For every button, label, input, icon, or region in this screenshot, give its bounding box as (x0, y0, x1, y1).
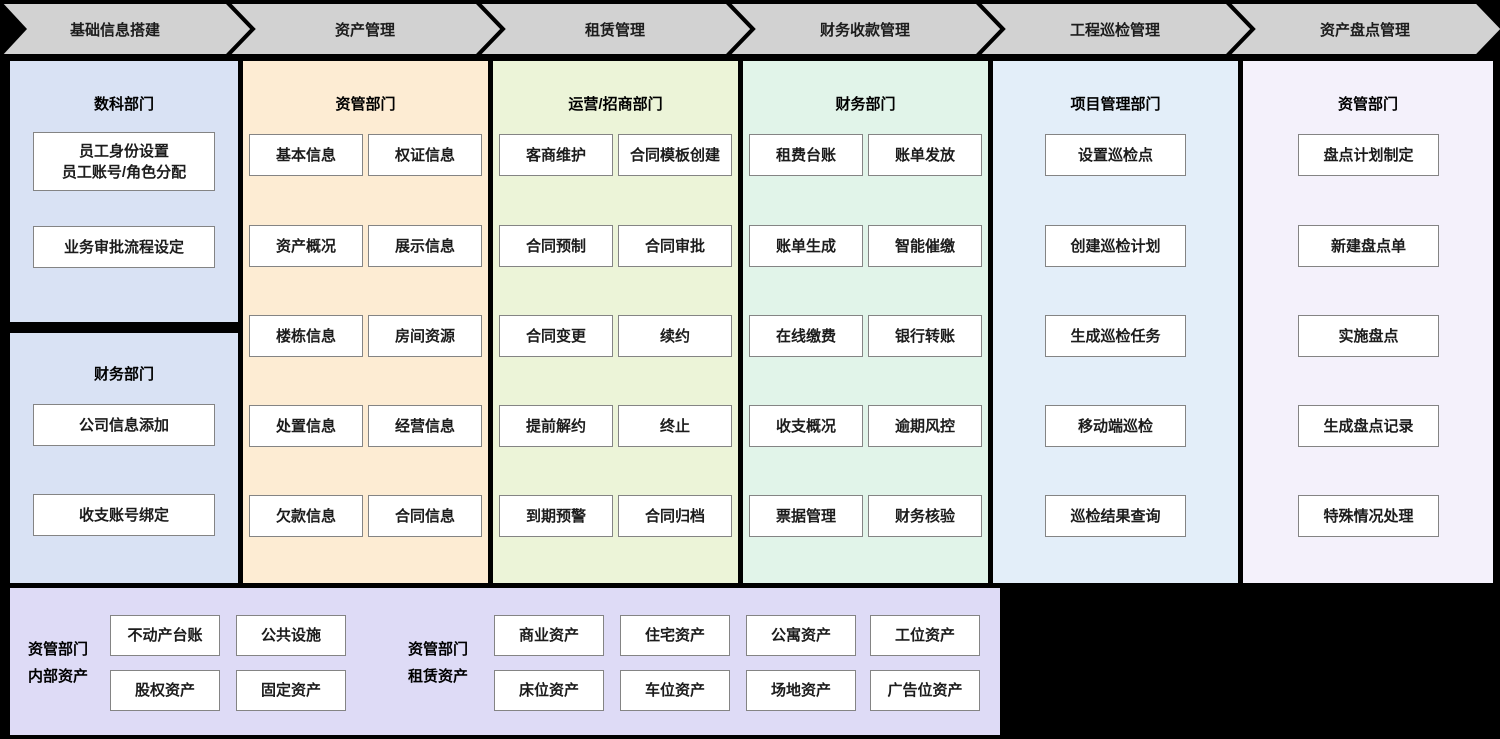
stage-panel-basic-info-digital: 数科部门 员工身份设置 员工账号/角色分配 业务审批流程设定 (10, 61, 238, 322)
start-arrow-icon (0, 1, 27, 57)
asset-group-label-internal: 资管部门 内部资产 (28, 636, 88, 690)
stage-panel-finance-collect: 财务部门 租费台账 账单发放 账单生成 智能催缴 在线缴费 银行转账 收支概况 … (743, 61, 988, 583)
module-box: 床位资产 (494, 670, 604, 711)
module-box: 票据管理 (749, 495, 863, 537)
asset-group-label-line: 资管部门 (28, 641, 89, 658)
module-box: 合同信息 (368, 495, 482, 537)
module-box: 银行转账 (868, 315, 982, 357)
department-title: 运营/招商部门 (568, 96, 663, 113)
module-box: 展示信息 (368, 225, 482, 267)
module-box: 公共设施 (236, 615, 346, 656)
module-box: 租费台账 (749, 134, 863, 176)
module-box: 收支概况 (749, 405, 863, 447)
process-step-lease: 租赁管理 (584, 21, 645, 39)
module-box: 财务核验 (868, 495, 982, 537)
module-box: 住宅资产 (620, 615, 730, 656)
module-box: 实施盘点 (1298, 315, 1439, 357)
department-title: 项目管理部门 (1070, 96, 1161, 113)
module-box: 业务审批流程设定 (33, 226, 215, 268)
module-box: 公寓资产 (746, 615, 856, 656)
module-box: 楼栋信息 (249, 315, 363, 357)
module-box: 特殊情况处理 (1298, 495, 1439, 537)
module-box: 生成巡检任务 (1045, 315, 1186, 357)
module-box: 不动产台账 (110, 615, 220, 656)
module-box: 公司信息添加 (33, 404, 215, 446)
module-box: 到期预警 (499, 495, 613, 537)
asset-group-label-line: 租赁资产 (408, 668, 469, 685)
module-box: 智能催缴 (868, 225, 982, 267)
module-box: 创建巡检计划 (1045, 225, 1186, 267)
stage-panel-inspection: 项目管理部门 设置巡检点 创建巡检计划 生成巡检任务 移动端巡检 巡检结果查询 (993, 61, 1238, 583)
asset-group-label-line: 内部资产 (28, 668, 89, 685)
module-box: 房间资源 (368, 315, 482, 357)
module-box: 车位资产 (620, 670, 730, 711)
stage-panel-asset-mgmt: 资管部门 基本信息 权证信息 资产概况 展示信息 楼栋信息 房间资源 处置信息 … (243, 61, 488, 583)
module-box: 提前解约 (499, 405, 613, 447)
asset-group-label-line: 资管部门 (408, 641, 469, 658)
department-title: 数科部门 (93, 96, 154, 113)
module-box: 移动端巡检 (1045, 405, 1186, 447)
process-step-inspection: 工程巡检管理 (1069, 21, 1160, 39)
stage-panel-lease-mgmt: 运营/招商部门 客商维护 合同模板创建 合同预制 合同审批 合同变更 续约 提前… (493, 61, 738, 583)
module-box: 经营信息 (368, 405, 482, 447)
module-box: 在线缴费 (749, 315, 863, 357)
module-box-line: 员工账号/角色分配 (61, 163, 187, 181)
module-box: 逾期风控 (868, 405, 982, 447)
module-box: 账单发放 (868, 134, 982, 176)
stage-panel-basic-info-finance: 财务部门 公司信息添加 收支账号绑定 (10, 333, 238, 583)
module-box: 新建盘点单 (1298, 225, 1439, 267)
module-box: 广告位资产 (870, 670, 980, 711)
process-step-basic-info: 基础信息搭建 (69, 21, 160, 39)
stage-panel-inventory: 资管部门 盘点计划制定 新建盘点单 实施盘点 生成盘点记录 特殊情况处理 (1243, 61, 1493, 583)
module-box: 股权资产 (110, 670, 220, 711)
module-box-line: 员工身份设置 (78, 142, 169, 160)
module-box: 合同预制 (499, 225, 613, 267)
module-box: 合同模板创建 (618, 134, 732, 176)
module-box: 续约 (618, 315, 732, 357)
department-title: 财务部门 (93, 366, 154, 383)
department-title: 财务部门 (835, 96, 896, 113)
module-box: 合同审批 (618, 225, 732, 267)
module-box: 合同变更 (499, 315, 613, 357)
module-box: 终止 (618, 405, 732, 447)
asset-group-label-lease: 资管部门 租赁资产 (408, 636, 468, 690)
module-box: 处置信息 (249, 405, 363, 447)
department-title: 资管部门 (335, 96, 396, 113)
module-box: 固定资产 (236, 670, 346, 711)
module-box: 资产概况 (249, 225, 363, 267)
process-step-asset: 资产管理 (334, 21, 395, 39)
module-box: 巡检结果查询 (1045, 495, 1186, 537)
department-title: 资管部门 (1337, 96, 1398, 113)
module-box: 账单生成 (749, 225, 863, 267)
process-step-band (0, 0, 1500, 58)
module-box: 场地资产 (746, 670, 856, 711)
process-step-finance: 财务收款管理 (819, 21, 910, 39)
module-box: 权证信息 (368, 134, 482, 176)
module-box: 生成盘点记录 (1298, 405, 1439, 447)
module-box: 基本信息 (249, 134, 363, 176)
module-box: 客商维护 (499, 134, 613, 176)
module-box: 欠款信息 (249, 495, 363, 537)
module-box: 工位资产 (870, 615, 980, 656)
module-box: 盘点计划制定 (1298, 134, 1439, 176)
module-box: 员工身份设置 员工账号/角色分配 (33, 132, 215, 191)
asset-types-panel: 资管部门 内部资产 不动产台账 公共设施 股权资产 固定资产 资管部门 租赁资产… (10, 588, 1000, 735)
module-box: 合同归档 (618, 495, 732, 537)
module-box: 商业资产 (494, 615, 604, 656)
module-box: 设置巡检点 (1045, 134, 1186, 176)
module-box: 收支账号绑定 (33, 494, 215, 536)
process-step-inventory: 资产盘点管理 (1319, 21, 1410, 39)
